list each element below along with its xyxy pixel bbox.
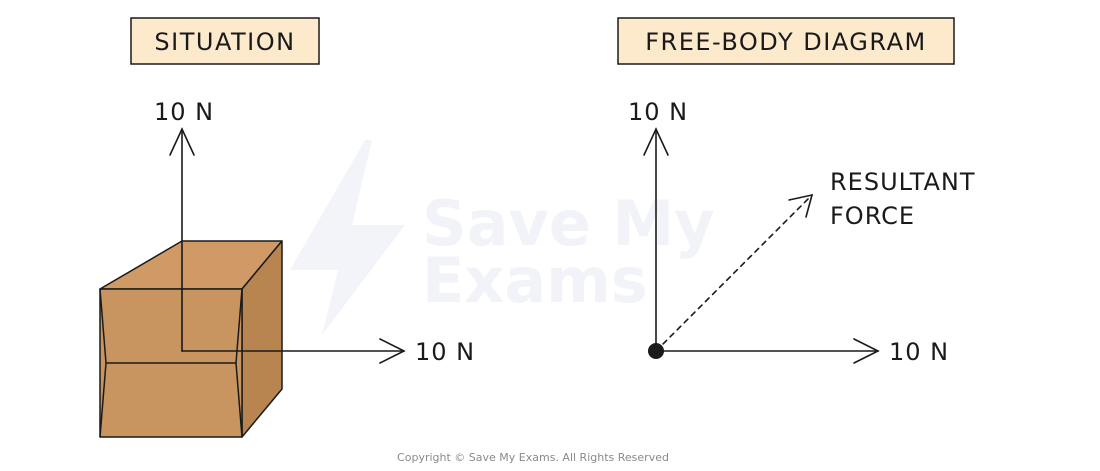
resultant-arrow <box>655 193 814 352</box>
free-body-title: FREE-BODY DIAGRAM <box>645 28 926 56</box>
free-body-title-box: FREE-BODY DIAGRAM <box>617 17 955 65</box>
fbd-right-label: 10 N <box>889 338 949 366</box>
situation-title: SITUATION <box>154 28 295 56</box>
copyright-text: Copyright © Save My Exams. All Rights Re… <box>397 451 669 464</box>
watermark: Save My Exams <box>290 140 715 335</box>
watermark-bolt-icon <box>290 140 405 335</box>
fbd-right-arrow <box>655 338 880 364</box>
resultant-label-line1: RESULTANT <box>830 168 976 196</box>
situation-right-arrow <box>181 338 406 364</box>
particle-point <box>648 343 664 359</box>
situation-title-box: SITUATION <box>130 17 320 65</box>
watermark-line2: Exams <box>422 244 648 317</box>
fbd-up-label: 10 N <box>628 98 688 126</box>
situation-up-label: 10 N <box>154 98 214 126</box>
watermark-line1: Save My <box>422 187 715 260</box>
resultant-label-line2: FORCE <box>830 202 915 230</box>
situation-up-arrow <box>169 127 195 352</box>
cardboard-box <box>99 240 283 438</box>
situation-right-label: 10 N <box>415 338 475 366</box>
fbd-up-arrow <box>643 127 669 352</box>
